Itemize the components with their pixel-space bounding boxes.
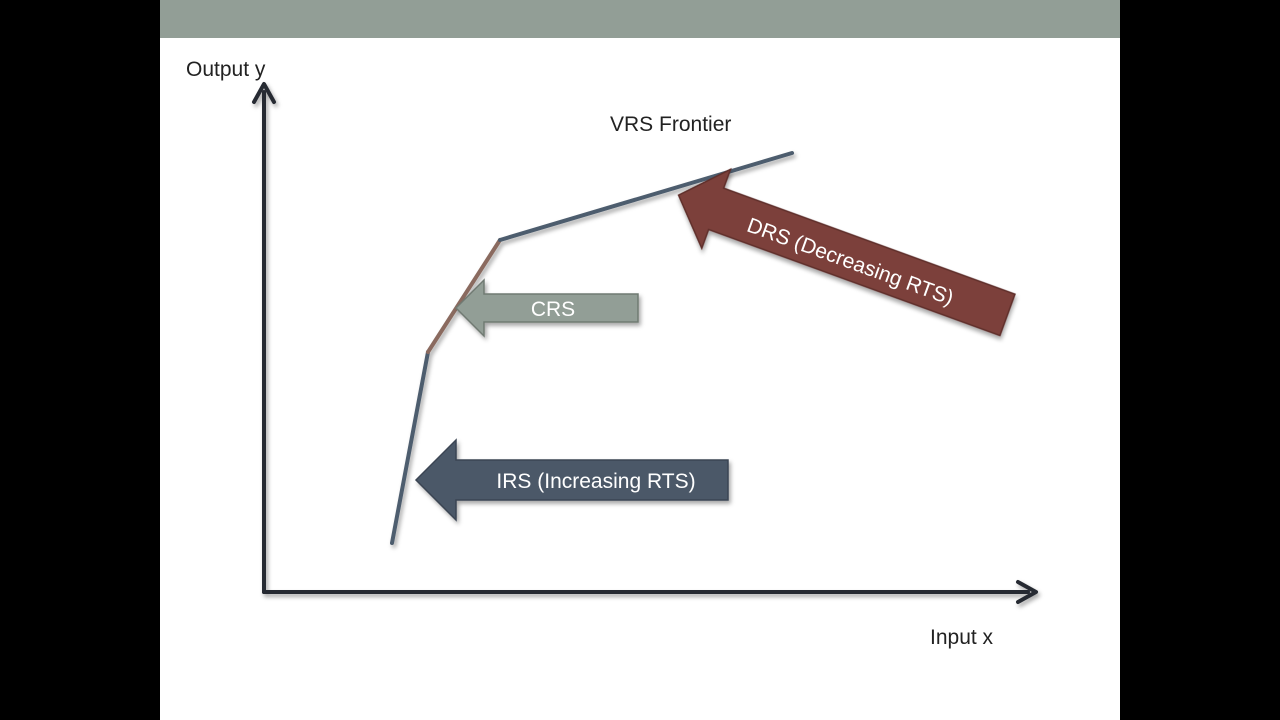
x-axis-label: Input x bbox=[930, 626, 994, 649]
header-band bbox=[160, 0, 1120, 38]
frontier-segment-crs bbox=[426, 238, 502, 354]
slide: IRS (Increasing RTS) CRS DRS (Decreasing… bbox=[160, 0, 1120, 720]
irs-arrow-shape bbox=[414, 438, 729, 522]
y-axis-label: Output y bbox=[186, 58, 266, 81]
drs-arrow bbox=[677, 167, 1016, 337]
irs-arrow-label: IRS (Increasing RTS) bbox=[496, 470, 695, 493]
crs-arrow-label: CRS bbox=[531, 298, 575, 321]
irs-arrow bbox=[414, 438, 729, 522]
frontier-segment-drs bbox=[498, 151, 794, 242]
drs-arrow-shape bbox=[677, 167, 1016, 337]
crs-arrow-shape bbox=[454, 278, 639, 338]
vrs-frontier-diagram: IRS (Increasing RTS) CRS DRS (Decreasing… bbox=[186, 58, 1038, 649]
vrs-frontier bbox=[390, 151, 794, 545]
frontier-segment-irs bbox=[390, 350, 430, 545]
axes bbox=[252, 82, 1038, 604]
frontier-label: VRS Frontier bbox=[610, 113, 731, 136]
x-axis-arrowhead bbox=[1016, 580, 1038, 604]
y-axis-arrowhead bbox=[252, 82, 276, 104]
crs-arrow bbox=[454, 278, 639, 338]
